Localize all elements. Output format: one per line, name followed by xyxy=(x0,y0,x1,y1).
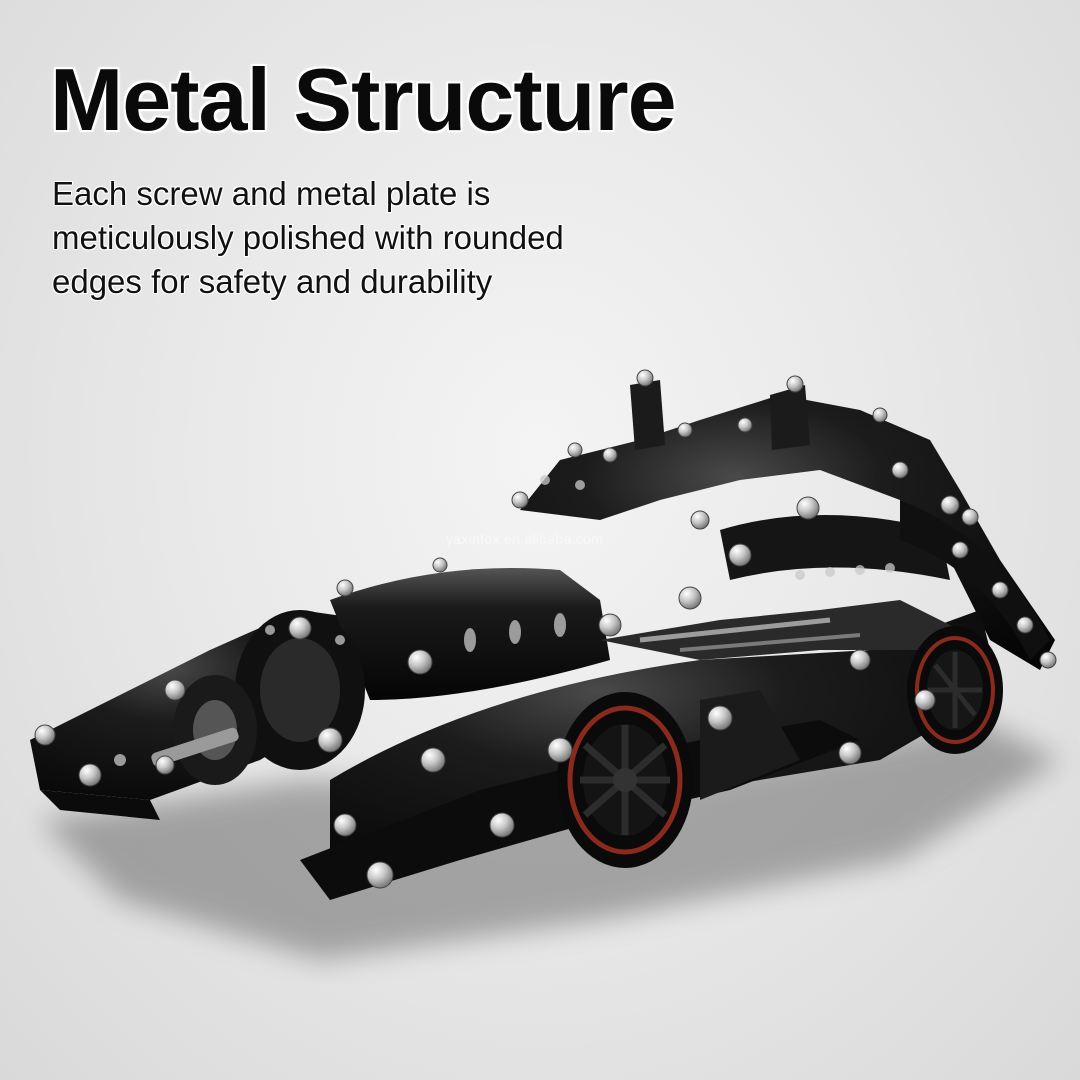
front-wheel xyxy=(557,692,693,868)
description-line-3: edges for safety and durability xyxy=(52,263,493,300)
rear-wheel xyxy=(907,626,1003,754)
description-line-1: Each screw and metal plate is xyxy=(52,175,491,212)
rear-roll-cage xyxy=(520,380,1055,670)
cast-shadow xyxy=(40,720,1060,960)
description-line-2: meticulously polished with rounded xyxy=(52,219,564,256)
perforation-holes xyxy=(114,475,895,766)
bolts xyxy=(34,369,1057,889)
watermark-text: yaxinfox.en.alibaba.com xyxy=(446,531,604,547)
feature-description: Each screw and metal plate is meticulous… xyxy=(52,172,632,304)
headline: Metal Structure xyxy=(50,50,677,149)
